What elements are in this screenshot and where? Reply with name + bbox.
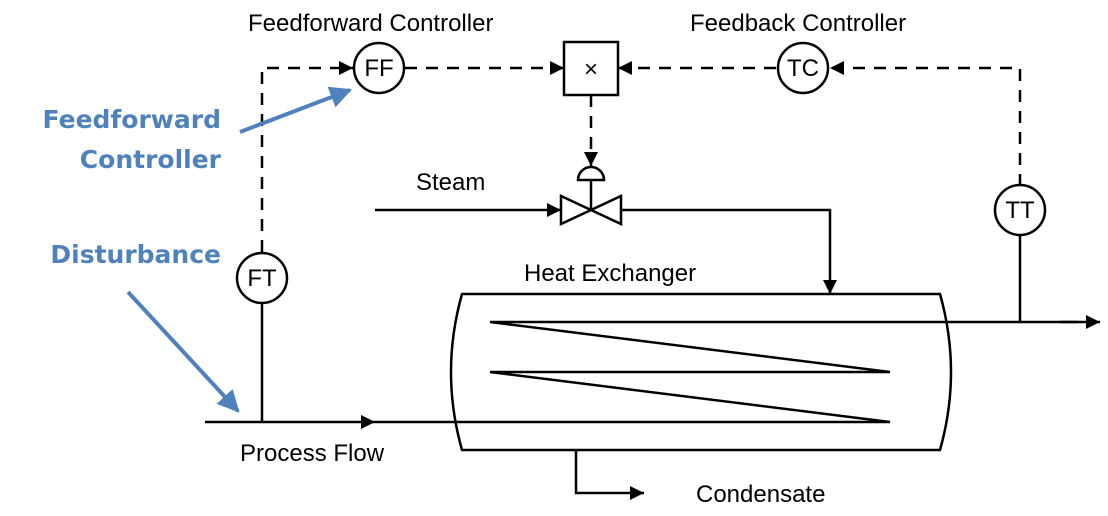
feedforward-annotation-line1: Feedforward [43, 105, 221, 134]
multiplier-block: × [562, 40, 620, 97]
ff-instrument: FF [352, 41, 406, 95]
steam-label: Steam [416, 169, 485, 196]
tt-label: TT [1005, 197, 1035, 224]
heat-exchanger-coil [375, 320, 1078, 424]
multiplier-symbol: × [584, 56, 598, 83]
steam-to-exchanger-line [621, 208, 837, 294]
tt-to-tc-signal [830, 61, 1022, 186]
heat-exchanger-shell [449, 292, 953, 452]
feedback-controller-label: Feedback Controller [690, 10, 906, 37]
condensate-label: Condensate [696, 481, 825, 508]
heat-exchanger-label: Heat Exchanger [524, 260, 696, 287]
tt-instrument: TT [993, 183, 1047, 237]
process-flow-label: Process Flow [240, 440, 385, 467]
disturbance-annotation: Disturbance [50, 240, 221, 269]
tc-label: TC [787, 55, 819, 82]
ff-label: FF [364, 55, 393, 82]
disturbance-annotation-arrow [126, 290, 240, 413]
tc-instrument: TC [776, 41, 830, 95]
feedforward-annotation-arrow [239, 86, 353, 134]
feedforward-controller-label: Feedforward Controller [248, 10, 493, 37]
ft-instrument: FT [235, 251, 289, 305]
control-valve [559, 165, 623, 226]
feedforward-annotation-line2: Controller [80, 145, 222, 174]
ft-label: FT [247, 265, 277, 292]
condensate-line [574, 450, 644, 500]
valve-actuator [576, 165, 606, 182]
